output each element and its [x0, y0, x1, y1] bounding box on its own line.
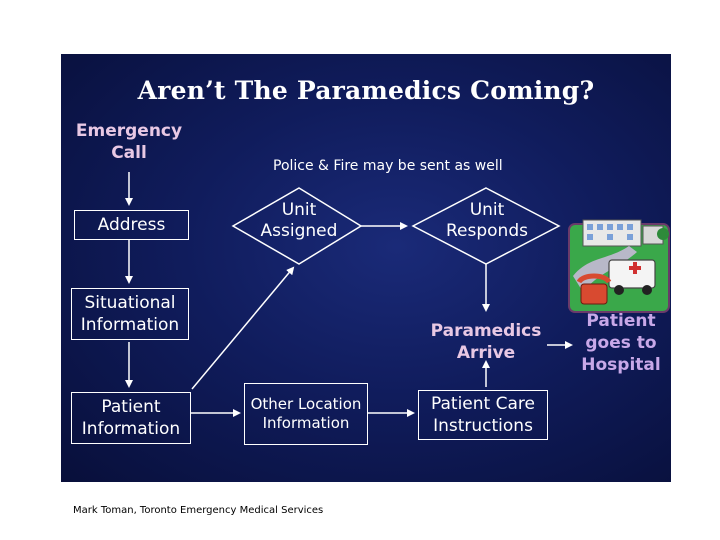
slide-title: Aren’t The Paramedics Coming? — [137, 76, 595, 105]
address-box: Address — [74, 210, 189, 240]
paramedics-arrive-label: Paramedics Arrive — [430, 321, 542, 363]
patient-goes-to-hospital-label: Patient goes to Hospital — [581, 311, 661, 375]
police-fire-note: Police & Fire may be sent as well — [273, 158, 503, 174]
unit-assigned-label: Unit Assigned — [260, 200, 338, 241]
other-location-information-box: Other Location Information — [244, 383, 368, 445]
ambulance-icon — [608, 259, 656, 295]
patient-care-instructions-box: Patient Care Instructions — [418, 390, 548, 440]
unit-responds-label: Unit Responds — [446, 200, 528, 241]
emergency-call-label: Emergency Call — [75, 121, 183, 163]
hospital-clipart — [568, 219, 670, 313]
telephone-icon — [576, 273, 612, 305]
footer-credit: Mark Toman, Toronto Emergency Medical Se… — [73, 505, 324, 516]
arrow-patient-to-unit-assigned — [191, 266, 295, 390]
unit-assigned-diamond — [231, 187, 363, 265]
slide: Aren’t The Paramedics Coming? — [61, 54, 671, 482]
flow-arrows — [125, 172, 670, 417]
situational-information-box: Situational Information — [71, 288, 189, 340]
unit-responds-diamond — [411, 187, 561, 265]
patient-information-box: Patient Information — [71, 392, 191, 444]
